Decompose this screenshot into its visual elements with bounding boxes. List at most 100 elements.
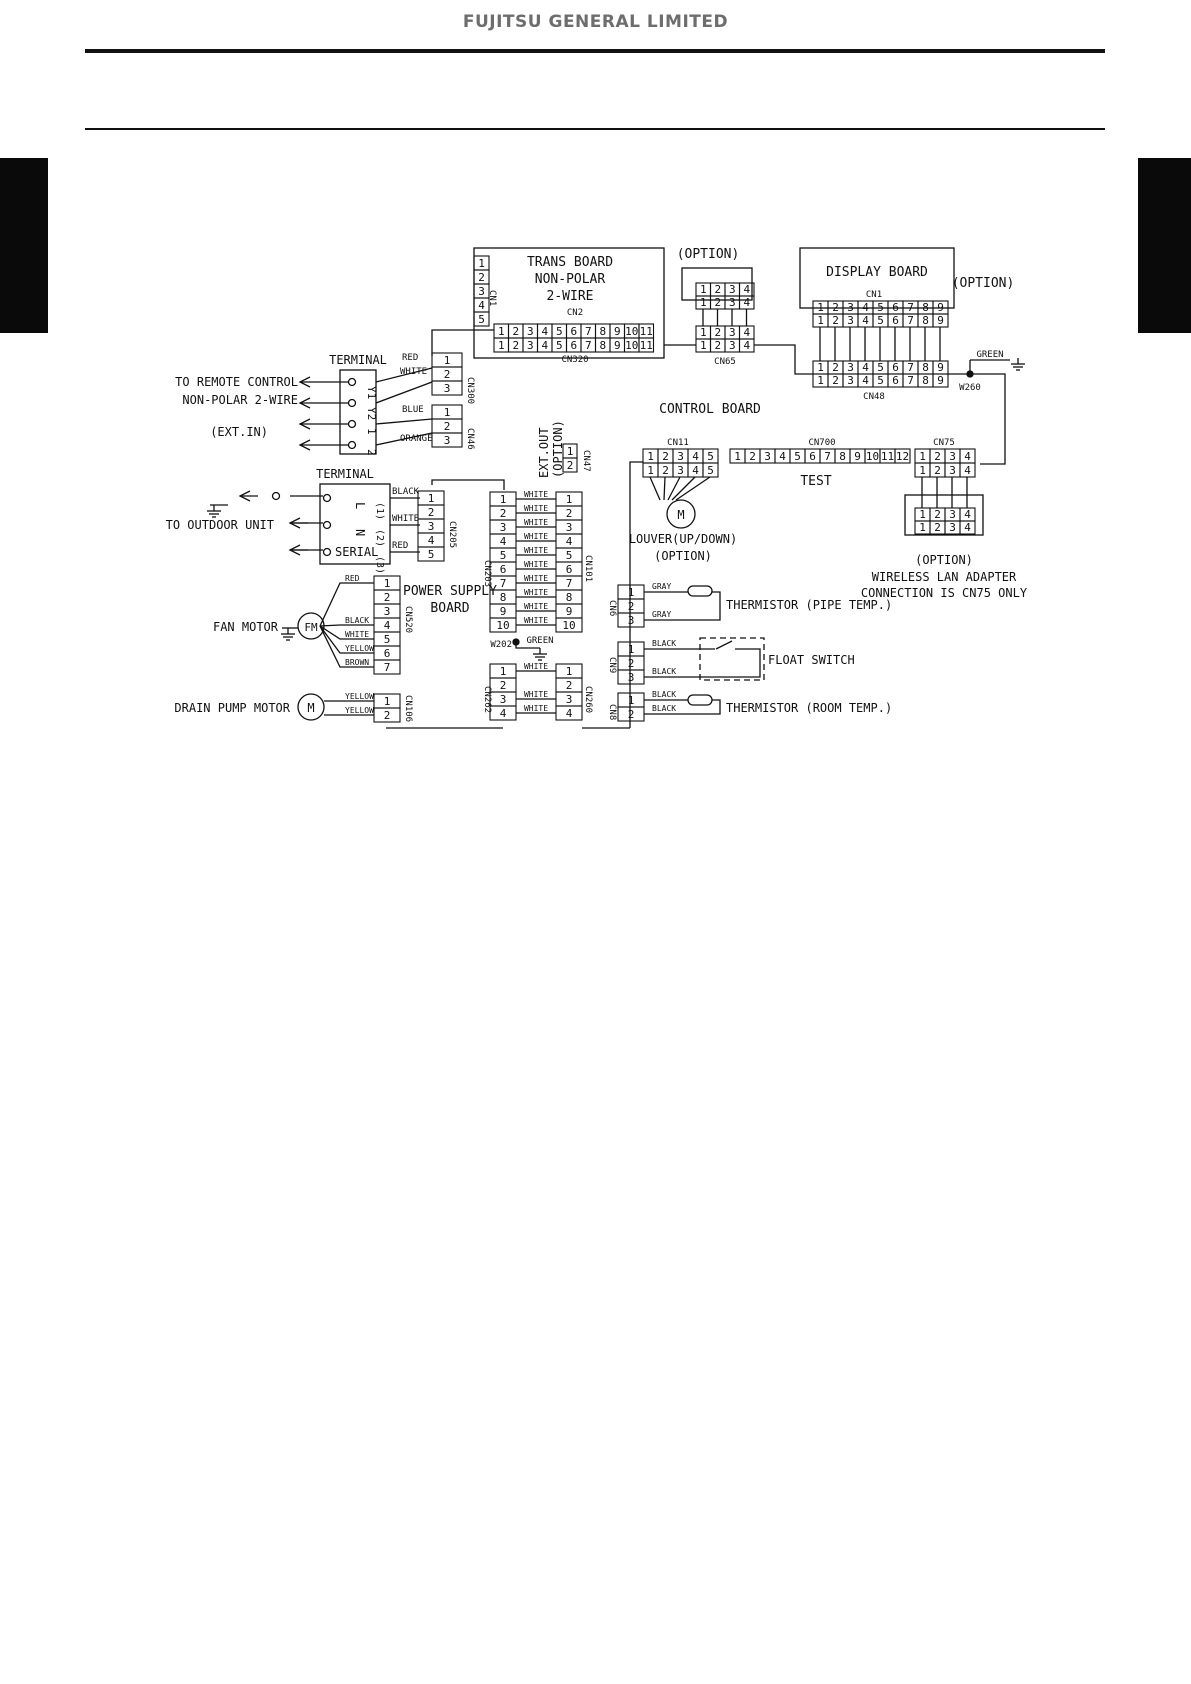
cn11-label: CN11 [667, 438, 689, 448]
pin-number: 3 [729, 283, 736, 296]
wlan-connection-label: CONNECTION IS CN75 ONLY [861, 586, 1028, 600]
wire-label-orange: ORANGE [400, 434, 433, 444]
pin-number: 1 [734, 450, 741, 463]
pin-number: 2 [628, 600, 635, 613]
pin-number: 3 [478, 285, 485, 298]
wire-label-white: WHITE [524, 546, 548, 555]
pin-number: 5 [877, 301, 884, 314]
pin-number: 1 [428, 492, 435, 505]
wire-fan [319, 625, 374, 654]
pin-number: 6 [892, 374, 899, 387]
wire-label-red: RED [392, 541, 408, 551]
pin-number: 4 [964, 464, 971, 477]
ext-in-label: (EXT.IN) [210, 425, 268, 439]
pin-number: 3 [384, 605, 391, 618]
drain-pump-motor-icon [297, 693, 325, 721]
terminal-screw [347, 377, 357, 387]
terminal-pin-label: 1 [365, 428, 378, 435]
thermistor-pipe-label: THERMISTOR (PIPE TEMP.) [726, 598, 892, 612]
to-outdoor-unit: TO OUTDOOR UNIT [166, 518, 274, 532]
pin-number: 7 [585, 325, 592, 338]
wire-label-white: WHITE [524, 504, 548, 513]
pin-number: 6 [892, 301, 899, 314]
pin-number: 4 [862, 314, 869, 327]
terminal-screw [322, 493, 332, 503]
pin-number: 11 [640, 325, 653, 338]
pin-number: 4 [964, 508, 971, 521]
pin-number: 1 [919, 450, 926, 463]
pin-number: 1 [647, 450, 654, 463]
pin-number: 2 [934, 450, 941, 463]
wlan-adapter-label: WIRELESS LAN ADAPTER [872, 570, 1017, 584]
pin-number: 6 [892, 361, 899, 374]
pin-number: 7 [500, 577, 507, 590]
side-tab-left [0, 158, 48, 333]
power-supply-outline [431, 479, 505, 490]
float-switch-contact [715, 640, 733, 650]
pin-number: 2 [832, 301, 839, 314]
trans-board-label: 2-WIRE [547, 289, 594, 304]
connector-pin [473, 311, 490, 327]
connector-pin [555, 705, 583, 721]
display-board [799, 247, 955, 309]
terminal-l-label: L [353, 502, 367, 509]
option-box-cn65 [681, 267, 753, 301]
pin-number: 2 [714, 296, 721, 309]
wire-fan [319, 625, 374, 640]
terminal-screw [347, 419, 357, 429]
wire-float [644, 648, 761, 678]
pin-number: 1 [444, 354, 451, 367]
pin-number: 4 [743, 296, 750, 309]
wire-label-black: BLACK [652, 639, 676, 648]
pin-number: 1 [478, 257, 485, 270]
w202-label: W202 [490, 640, 512, 650]
cn47-label: CN47 [581, 450, 591, 472]
ext-out-option: (OPTION) [551, 420, 565, 478]
pin-number: 3 [847, 314, 854, 327]
pin-number: 1 [817, 361, 824, 374]
pin-number: 3 [527, 339, 534, 352]
pin-number: 4 [743, 339, 750, 352]
terminal-screw [322, 547, 332, 557]
pin-number: 12 [896, 450, 909, 463]
power-supply-label: POWER SUPPLY [403, 584, 497, 599]
pin-number: 3 [729, 339, 736, 352]
cn300-label: CN300 [465, 377, 475, 404]
display-board-label: DISPLAY BOARD [826, 265, 928, 280]
wire-label-gray: GRAY [652, 582, 671, 591]
terminal-screw [347, 398, 357, 408]
pin-number: 5 [556, 339, 563, 352]
pin-number: 5 [556, 325, 563, 338]
cn75-label: CN75 [933, 438, 955, 448]
pin-number: 11 [881, 450, 894, 463]
terminal-block-remote [339, 369, 377, 455]
cn700-label: CN700 [808, 438, 835, 448]
pin-number: 5 [478, 313, 485, 326]
w260-label: W260 [959, 383, 981, 393]
pin-number: 3 [949, 508, 956, 521]
to-remote-control: TO REMOTE CONTROL [175, 375, 298, 389]
pin-number: 4 [862, 301, 869, 314]
wire-label-white: WHITE [524, 704, 548, 713]
pin-number: 3 [500, 693, 507, 706]
pin-number: 2 [566, 679, 573, 692]
pins [373, 255, 976, 723]
terminal-number-label: (1) [374, 502, 385, 520]
pin-number: 3 [949, 450, 956, 463]
pin-number: 6 [384, 647, 391, 660]
connector-pin [431, 432, 463, 448]
wire-label-white: WHITE [524, 490, 548, 499]
cn320-label: CN320 [561, 355, 588, 365]
pin-number: 3 [444, 382, 451, 395]
louver-label: LOUVER(UP/DOWN) [629, 532, 737, 546]
pin-number: 6 [809, 450, 816, 463]
wire-label-red: RED [402, 353, 418, 363]
pin-number: 10 [496, 619, 509, 632]
pin-number: 1 [567, 445, 574, 458]
pin-number: 8 [839, 450, 846, 463]
connector-pin [562, 457, 578, 473]
pin-number: 2 [428, 506, 435, 519]
pin-number: 2 [500, 507, 507, 520]
wire-fan [319, 625, 374, 668]
